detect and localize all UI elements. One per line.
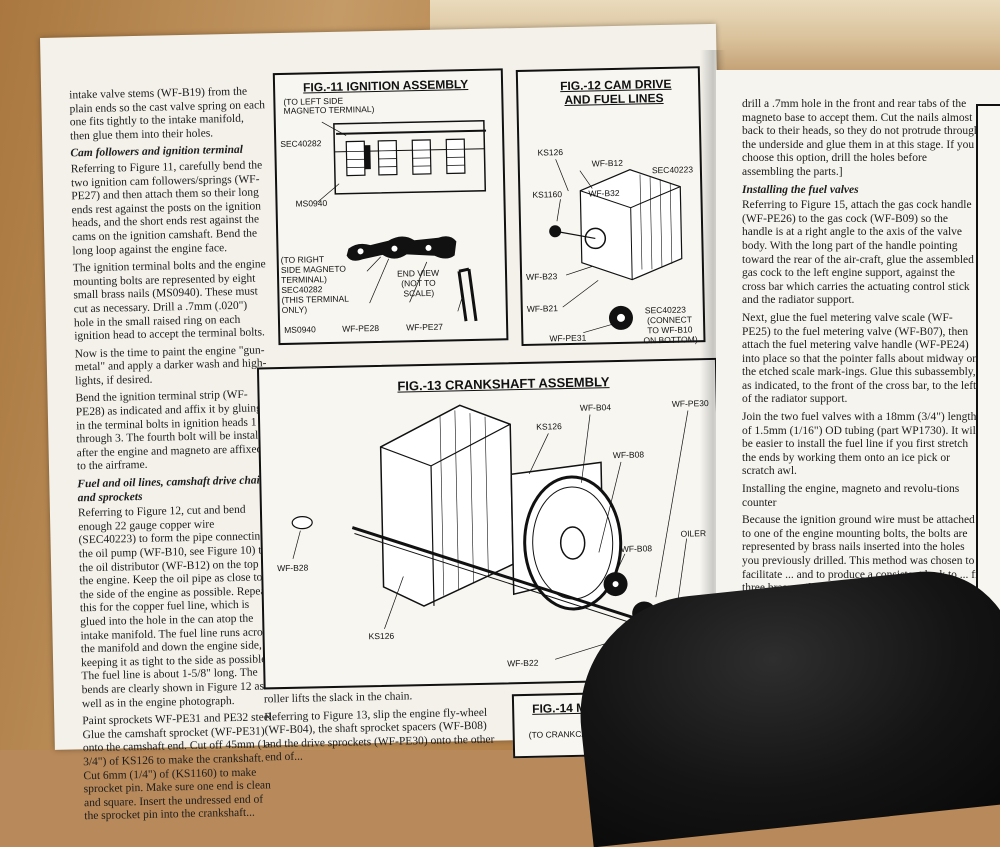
callout-label: WF-B08 [613,449,644,460]
paragraph: Next, glue the fuel metering valve scale… [742,312,980,407]
paragraph: Join the two fuel valves with a 18mm (3/… [742,411,980,479]
callout-label: SIDE MAGNETO [281,264,346,275]
paragraph: roller lifts the slack in the chain. [264,688,504,707]
left-text-column: intake valve stems (WF-B19) from the pla… [69,85,280,828]
figure-12-cam-drive: FIG.-12 CAM DRIVE AND FUEL LINES KS126 W… [516,66,706,346]
callout-label: WF-B04 [580,402,611,413]
callout-label: WF-B22 [507,658,538,669]
paragraph: Bend the ignition terminal strip (WF-PE2… [75,389,273,475]
section-heading: Installing the fuel valves [742,184,980,198]
paragraph: Referring to Figure 15, attach the gas c… [742,199,980,308]
section-heading: Cam followers and ignition terminal [70,144,266,162]
callout-label: MS0940 [295,198,327,209]
paragraph: Referring to Figure 13, slip the engine … [264,706,505,765]
callout-label: KS1160 [532,189,562,200]
callout-label: (THIS TERMINAL [281,294,349,305]
paragraph: Now is the time to paint the engine "gun… [75,344,272,389]
figure-11-ignition-assembly: FIG.-11 IGNITION ASSEMBLY [273,68,509,345]
callout-label: KS126 [537,147,563,158]
callout-label: SCALE) [403,288,434,299]
paragraph: drill a .7mm hole in the front and rear … [742,98,980,180]
callout-label: WF-B28 [277,562,308,573]
callout-label: MS0940 [284,324,316,335]
callout-label: ONLY) [282,304,308,315]
callout-label: SEC40282 [280,138,321,149]
callout-label: WF-PE31 [549,333,586,344]
callout-label: WF-B32 [588,188,619,199]
right-text-column: drill a .7mm hole in the front and rear … [742,98,980,613]
callout-label: WF-PE27 [406,322,443,333]
paragraph: Referring to Figure 11, carefully bend t… [71,159,269,258]
callout-label: WF-B23 [526,271,557,282]
callout-label: KS126 [368,631,394,642]
paragraph: The ignition terminal bolts and the engi… [73,258,271,344]
callout-label: KS126 [536,421,562,432]
callout-label: SEC40223 [652,164,693,175]
callout-label: WF-PE28 [342,323,379,334]
callout-label: ON BOTTOM) [643,334,697,345]
paragraph: Referring to Figure 12, cut and bend eno… [78,503,278,711]
callout-label: WF-B08 [621,543,652,554]
paragraph: Paint sprockets WF-PE31 and PE32 steel. … [82,711,280,824]
callout-label: WF-B12 [592,158,623,169]
paragraph: intake valve stems (WF-B19) from the pla… [69,85,266,143]
mid-text-block: roller lifts the slack in the chain. Ref… [264,688,506,769]
paragraph: Installing the engine, magneto and revol… [742,483,980,510]
callout-label: MAGNETO TERMINAL) [283,104,374,116]
section-heading: Fuel and oil lines, camshaft drive chain… [77,474,274,505]
callout-label: WF-B21 [527,303,558,314]
